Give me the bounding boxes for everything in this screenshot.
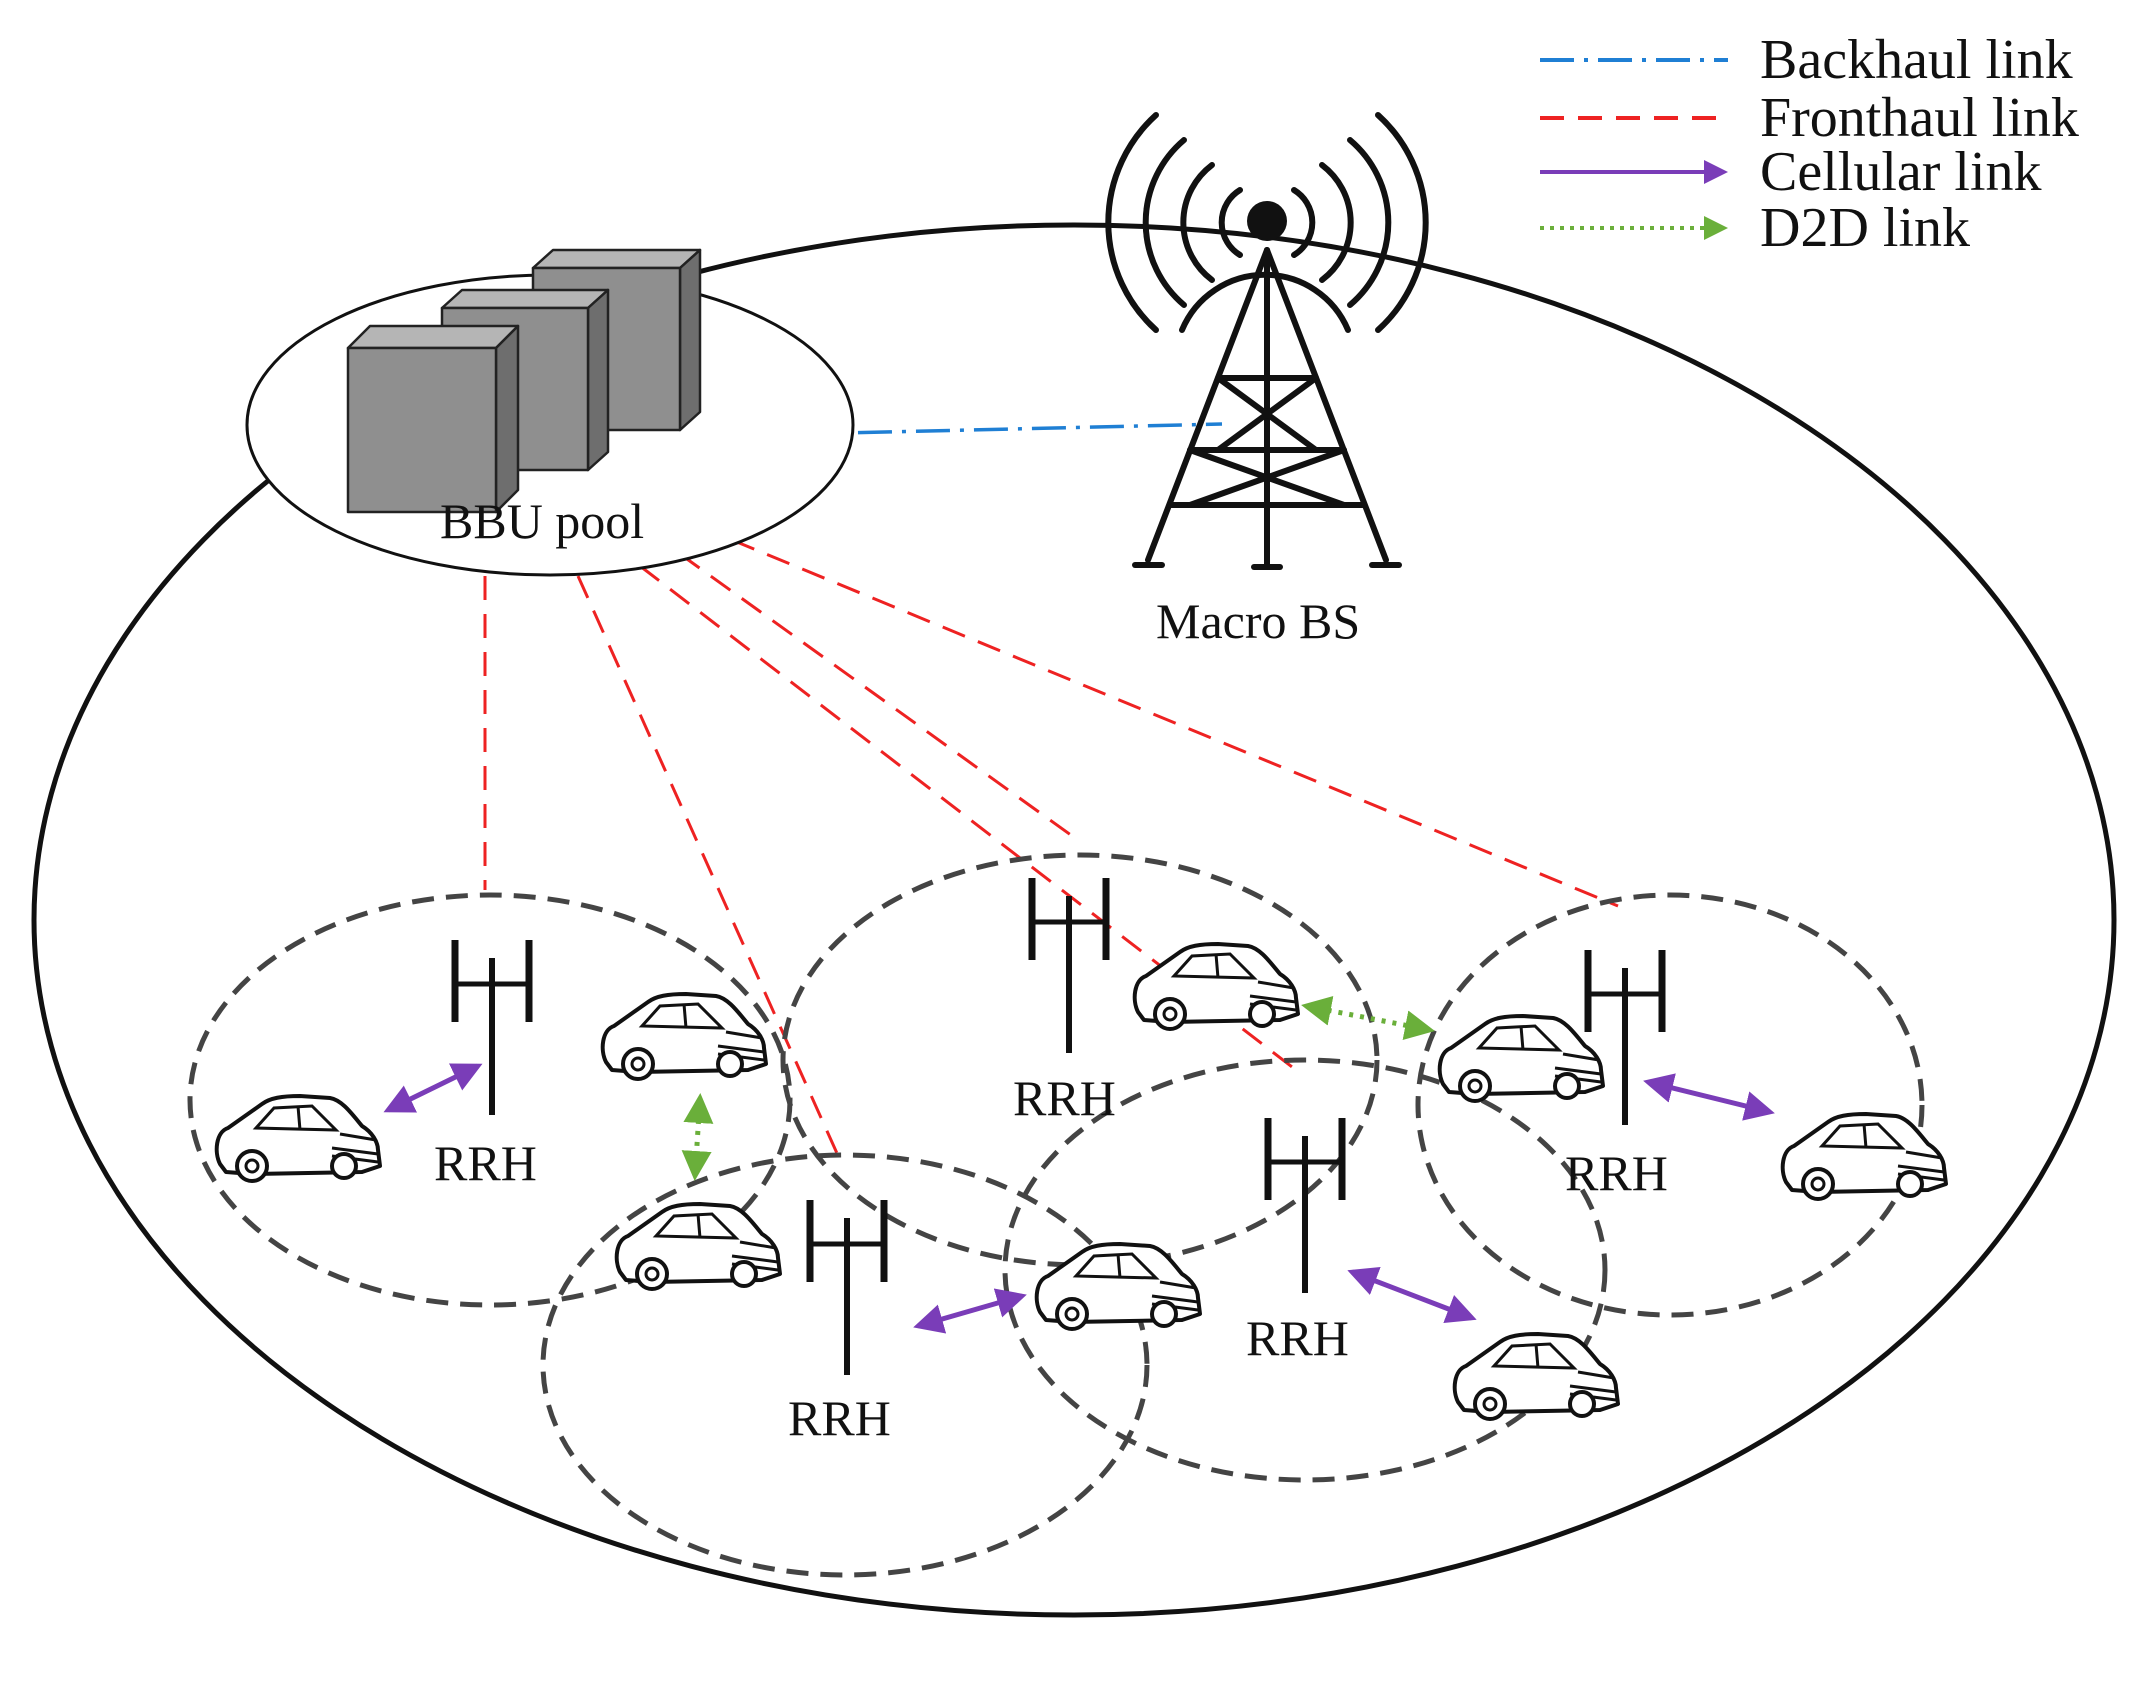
rrh-labels: RRH RRH RRH RRH RRH: [434, 1070, 1668, 1446]
legend: Backhaul link Fronthaul link Cellular li…: [1540, 29, 2079, 259]
car-icon: [600, 992, 768, 1081]
cellular-links: [383, 1063, 1775, 1334]
macro-tower-icon: [1105, 112, 1429, 570]
rrh-antenna-icon: [1268, 1118, 1342, 1293]
d2d-links: [681, 996, 1435, 1181]
legend-label: Backhaul link: [1760, 29, 2073, 91]
car-icon: [1452, 1332, 1620, 1421]
backhaul-link: [799, 422, 1223, 436]
legend-label: Fronthaul link: [1760, 87, 2079, 149]
car-icon: [1132, 942, 1300, 1031]
legend-label: D2D link: [1760, 197, 1970, 259]
macro-cell-coverage: [31, 222, 2117, 1618]
legend-item-d2d: D2D link: [1540, 197, 1970, 259]
macro-bs-label: Macro BS: [1156, 593, 1360, 649]
rrh-label: RRH: [1565, 1145, 1668, 1201]
rrh-label: RRH: [1013, 1070, 1116, 1126]
tower-beacon: [1247, 201, 1287, 241]
bbu-pool: BBU pool: [245, 248, 855, 577]
rrh-antenna-icon: [1032, 878, 1106, 1053]
car-icon: [614, 1202, 782, 1291]
bbu-pool-label: BBU pool: [440, 493, 644, 549]
legend-item-cellular: Cellular link: [1540, 141, 2042, 203]
car-icon: [1437, 1014, 1605, 1103]
legend-item-backhaul: Backhaul link: [1540, 29, 2073, 91]
car-icon: [1034, 1242, 1202, 1331]
server-rack-icon: [346, 248, 702, 514]
rrh-antenna-icon: [1588, 950, 1662, 1125]
car-icon: [214, 1094, 382, 1183]
rrh-antenna-icon: [810, 1200, 884, 1375]
rrh-label: RRH: [434, 1135, 537, 1191]
rrh-antenna-icon: [455, 940, 529, 1115]
small-cells: [187, 852, 1925, 1578]
rrh-label: RRH: [1246, 1310, 1349, 1366]
rrh-label: RRH: [788, 1390, 891, 1446]
legend-item-fronthaul: Fronthaul link: [1540, 87, 2079, 149]
legend-label: Cellular link: [1760, 141, 2042, 203]
